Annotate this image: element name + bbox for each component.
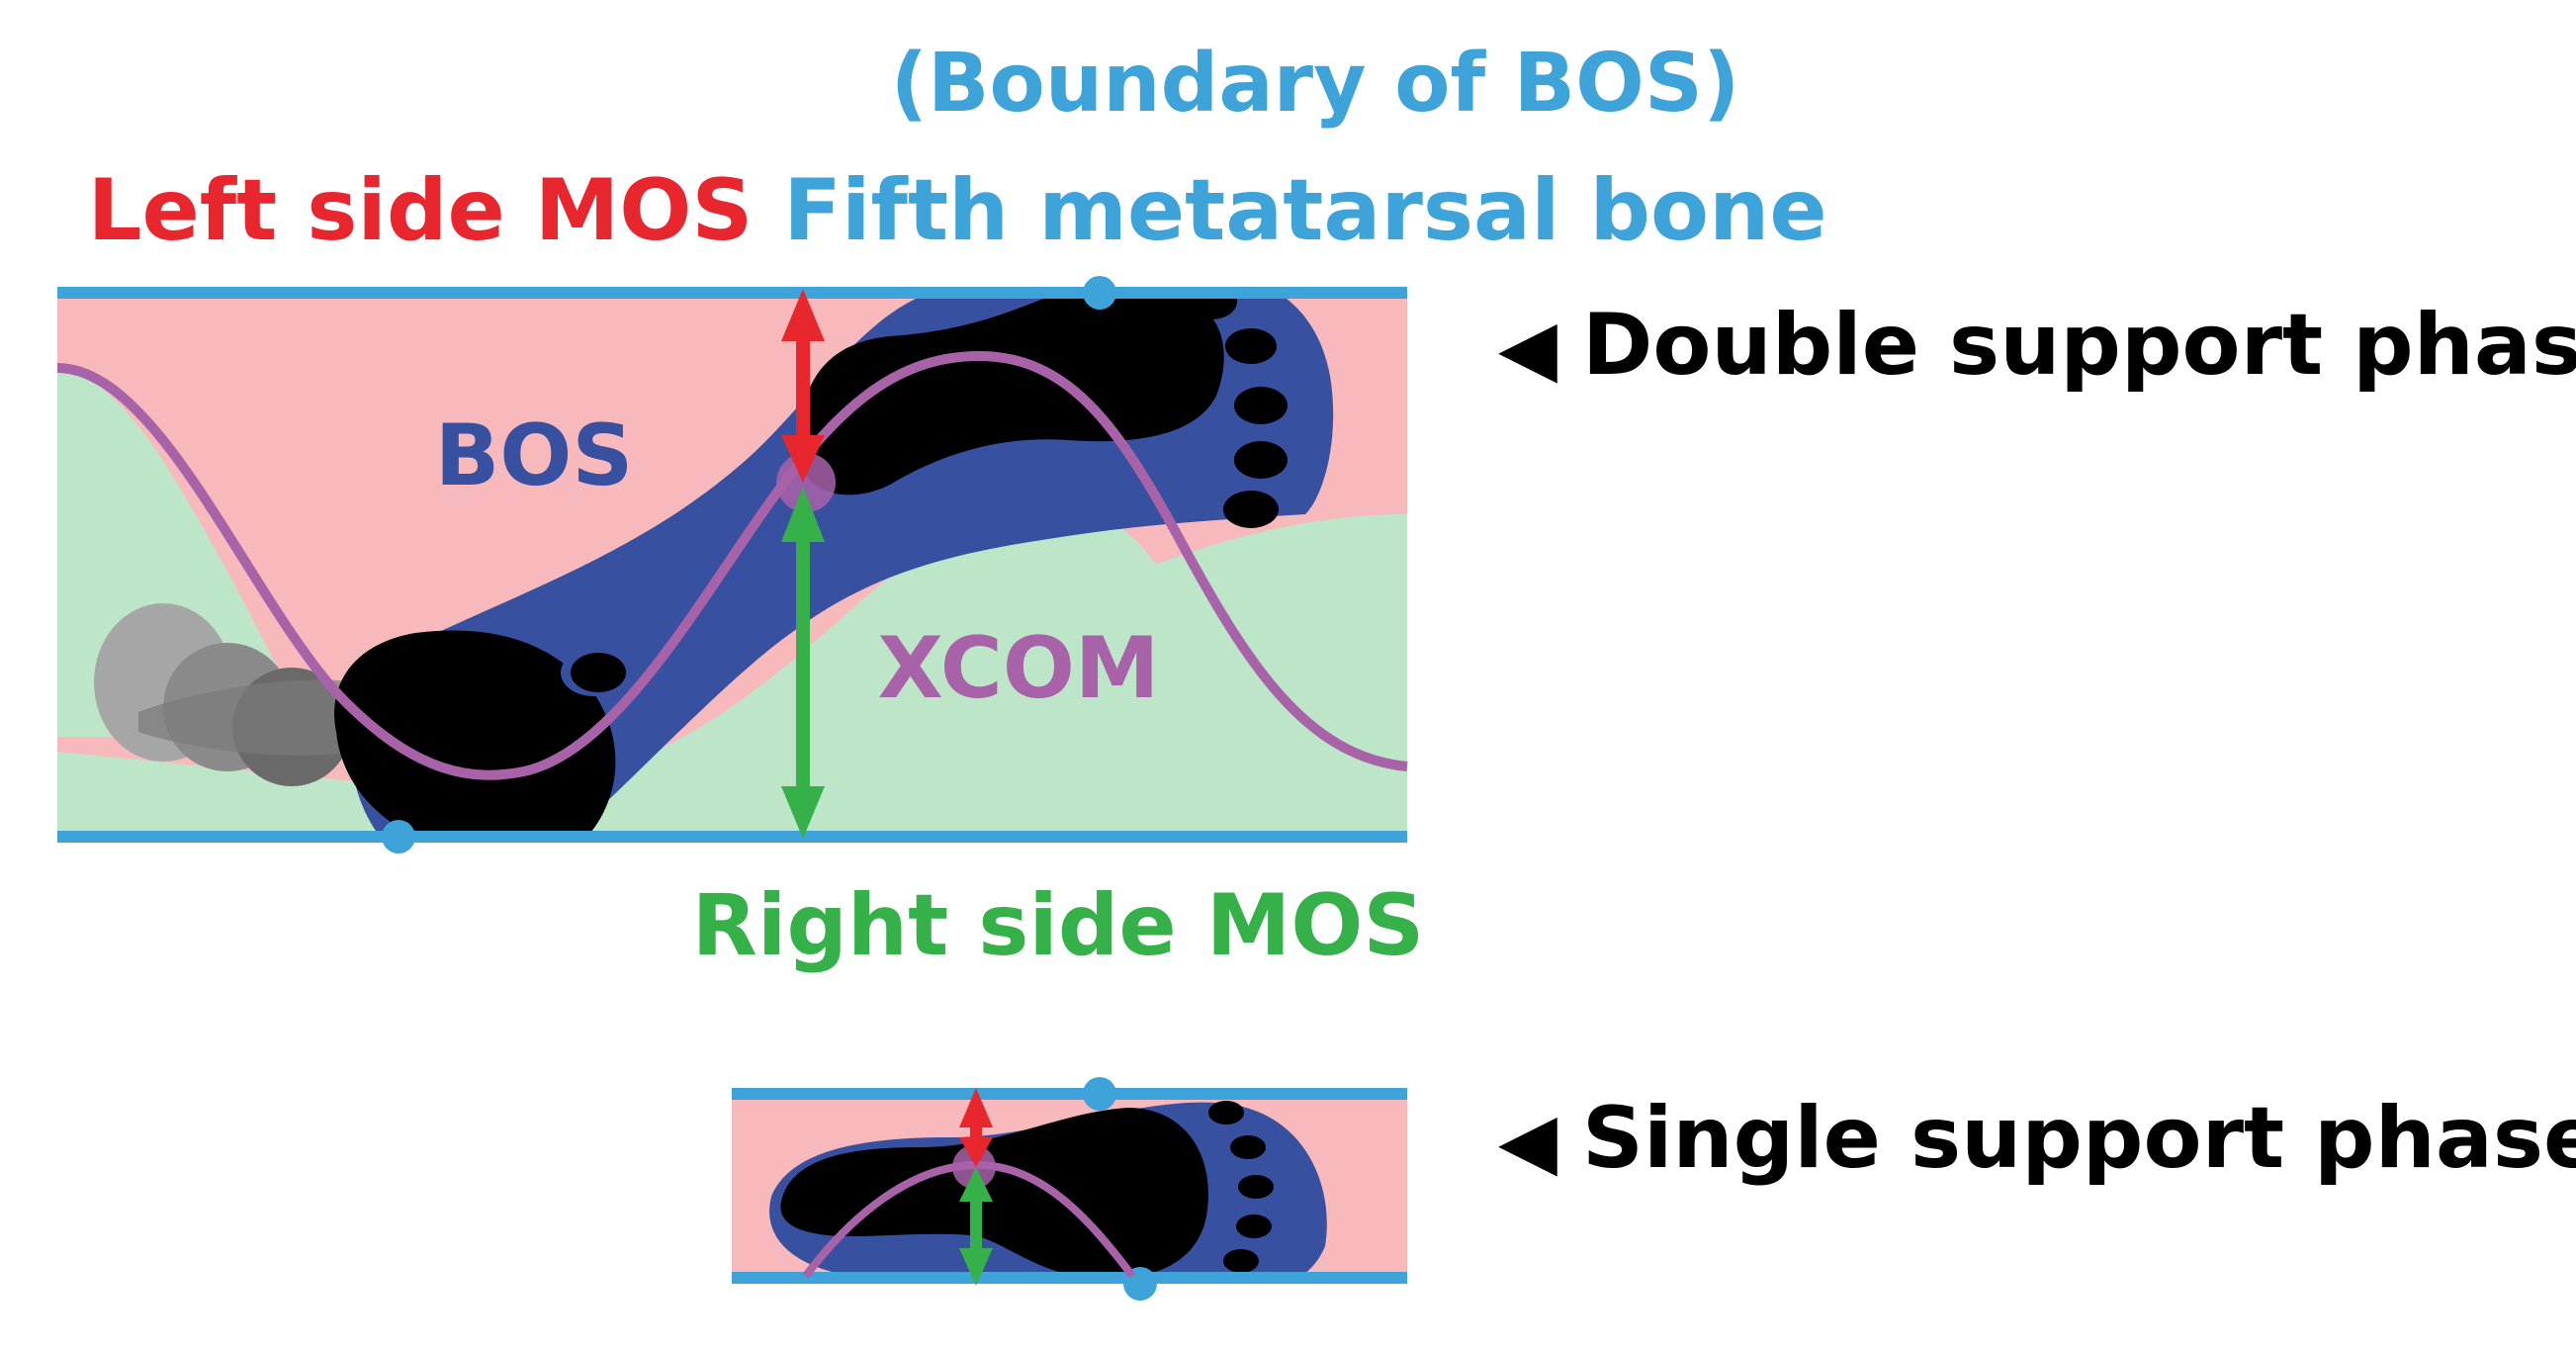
left-triangle-icon: ◀ <box>1498 304 1557 393</box>
xcom-curve <box>56 350 1408 780</box>
right-mos-arrow-single <box>959 1167 993 1286</box>
fifth-metatarsal-marker-top <box>1083 276 1116 310</box>
double-support-label: Double support phase <box>1582 296 2576 395</box>
bos-label: BOS <box>435 406 634 505</box>
boundary-note: (Boundary of BOS) <box>891 37 1740 131</box>
single-support-panel <box>732 1077 1407 1301</box>
double-support-panel <box>56 276 1408 854</box>
fifth-metatarsal-marker-bottom <box>382 820 415 854</box>
right-mos-label: Right side MOS <box>692 876 1425 975</box>
left-mos-label: Left side MOS <box>88 161 754 260</box>
right-foot <box>334 630 616 836</box>
bos-boundary-bottom <box>57 831 1407 843</box>
fifth-metatarsal-label: Fifth metatarsal bone <box>783 161 1826 260</box>
right-mos-arrow <box>781 487 825 839</box>
left-mos-arrow <box>781 289 825 483</box>
left-mos-arrow-single <box>959 1088 993 1167</box>
left-foot <box>801 292 1224 495</box>
xcom-point <box>776 453 836 512</box>
xcom-label: XCOM <box>877 619 1159 718</box>
bos-boundary-top <box>57 287 1407 299</box>
left-triangle-icon: ◀ <box>1498 1097 1557 1186</box>
single-support-label: Single support phase <box>1582 1089 2576 1188</box>
